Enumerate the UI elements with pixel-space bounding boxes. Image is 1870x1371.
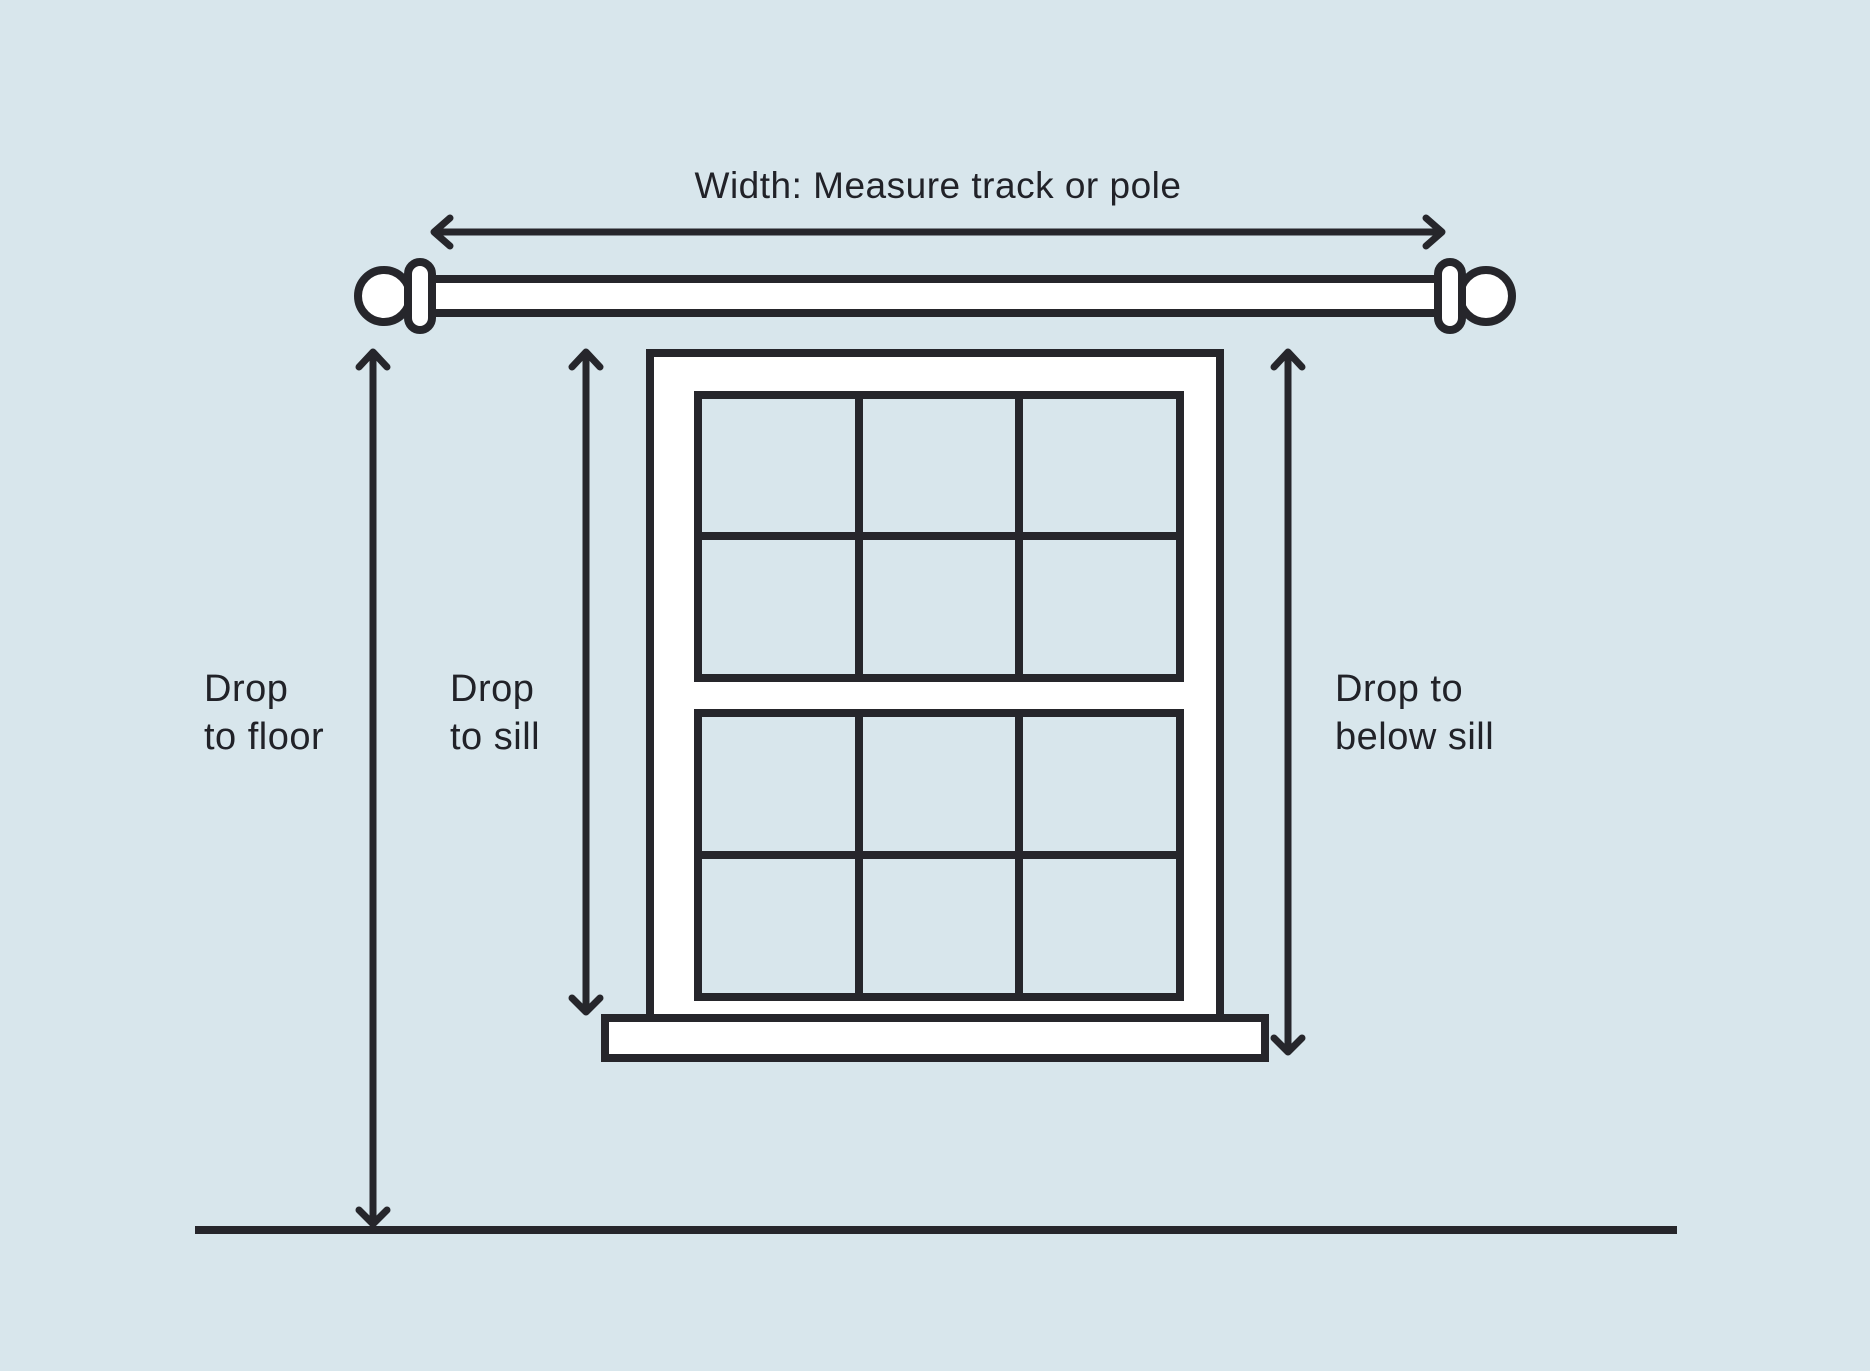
right-finial-ball [1456, 266, 1516, 326]
drop-to-below-sill-arrow [1270, 348, 1306, 1056]
drop-to-below-sill-label-line1: Drop to [1335, 668, 1463, 710]
width-arrow [430, 214, 1446, 250]
drop-to-below-sill-arrow-bottom-head [1270, 1034, 1306, 1056]
drop-to-floor-arrow [355, 348, 391, 1228]
drop-to-sill-label-line1: Drop [450, 668, 534, 710]
width-arrow-left-head [430, 214, 454, 250]
measurement-arrows [355, 214, 1446, 1228]
width-arrow-right-head [1422, 214, 1446, 250]
drop-to-sill-label-line2: to sill [450, 716, 540, 758]
drop-to-floor-arrow-bottom-head [355, 1206, 391, 1228]
drop-to-floor-arrow-top-head [355, 348, 391, 371]
right-finial-collar [1434, 258, 1466, 334]
drop-to-sill-arrow-bottom-head [568, 994, 604, 1016]
drop-to-floor-label: Drop to floor [204, 668, 324, 758]
width-label: Width: Measure track or pole [695, 165, 1182, 206]
left-finial-collar [404, 258, 436, 334]
drop-to-below-sill-arrow-top-head [1270, 348, 1306, 371]
drop-to-sill-arrow [568, 348, 604, 1016]
window [601, 349, 1269, 1062]
curtain-pole [354, 258, 1516, 334]
window-sill [601, 1014, 1269, 1062]
drop-to-floor-label-line2: to floor [204, 716, 324, 758]
drop-to-sill-label: Drop to sill [450, 668, 540, 758]
window-top-sash [694, 391, 1184, 682]
drop-to-below-sill-label-line2: below sill [1335, 716, 1494, 758]
left-finial-ball [354, 266, 414, 326]
drop-to-below-sill-label: Drop to below sill [1335, 668, 1494, 758]
pole-bar [424, 275, 1446, 317]
drop-to-floor-label-line1: Drop [204, 668, 288, 710]
window-bottom-sash [694, 709, 1184, 1001]
drop-to-sill-arrow-top-head [568, 348, 604, 371]
